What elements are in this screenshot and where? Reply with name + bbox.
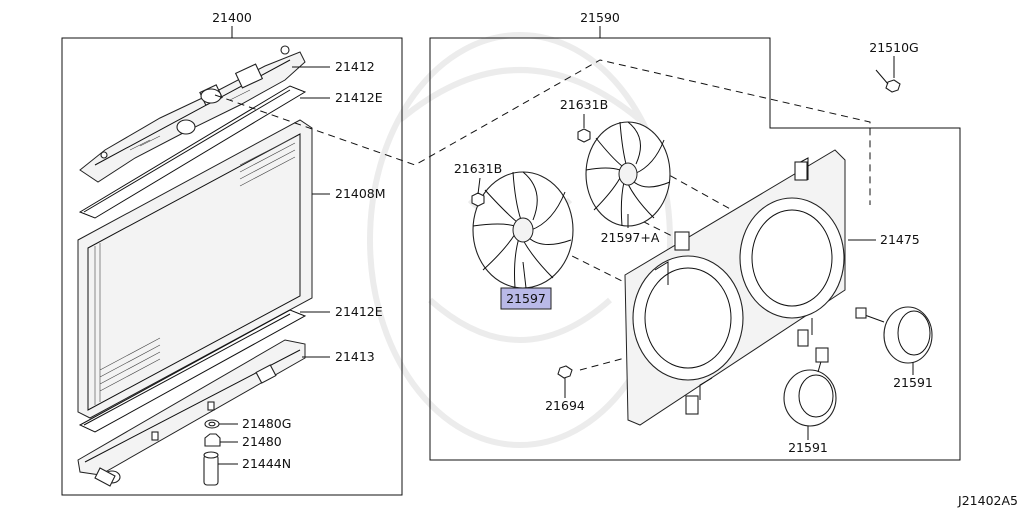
radiator-assembly-label: 21400 bbox=[212, 10, 252, 25]
callout-core: 21408M bbox=[335, 186, 386, 201]
callout-lower-tank: 21413 bbox=[335, 349, 375, 364]
upper-gasket bbox=[78, 85, 307, 219]
lower-gasket bbox=[78, 309, 307, 433]
callout-drain-plug-seal: 21480G bbox=[242, 416, 291, 431]
hose-fitting bbox=[203, 451, 219, 486]
callout-hose-fitting: 21444N bbox=[242, 456, 291, 471]
callout-shroud: 21475 bbox=[880, 232, 920, 247]
callout-upper-gasket: 21412E bbox=[335, 90, 383, 105]
fan-motor-group: 21590 bbox=[429, 10, 961, 461]
callout-shroud-bolt: 21510G bbox=[869, 40, 918, 55]
callout-motor-right: 21591 bbox=[893, 375, 933, 390]
callout-fan-nut-right: 21631B bbox=[560, 97, 608, 112]
radiator-core bbox=[77, 119, 313, 419]
fan-nut-left bbox=[471, 192, 485, 207]
callout-fan-right: 21597+A bbox=[601, 230, 660, 245]
upper-tank bbox=[79, 45, 306, 183]
fan-motor-assembly-label: 21590 bbox=[580, 10, 620, 25]
drain-plug bbox=[204, 433, 221, 447]
fan-right bbox=[585, 121, 671, 227]
fan-motor-group-box bbox=[429, 37, 961, 461]
drain-plug-seal bbox=[204, 419, 220, 429]
motor-right bbox=[855, 306, 933, 364]
callout-upper-tank: 21412 bbox=[335, 59, 375, 74]
motor-left bbox=[783, 347, 837, 427]
shroud-bolt bbox=[875, 69, 901, 93]
callout-fan-left: 21597 bbox=[506, 291, 546, 306]
callout-drain-plug: 21480 bbox=[242, 434, 282, 449]
fan-nut-right bbox=[577, 128, 591, 143]
fan-left bbox=[472, 171, 574, 289]
radiator-group: 21400 bbox=[61, 10, 403, 496]
assembly-link-dashed bbox=[214, 59, 871, 205]
callout-fan-nut-left: 21631B bbox=[454, 161, 502, 176]
callout-motor-left: 21591 bbox=[788, 440, 828, 455]
callout-lower-gasket: 21412E bbox=[335, 304, 383, 319]
callout-clip-nut: 21694 bbox=[545, 398, 585, 413]
lower-tank bbox=[77, 339, 306, 487]
diagram-id: J21402A5 bbox=[957, 493, 1018, 508]
clip-nut bbox=[557, 365, 573, 379]
fan-shroud bbox=[624, 149, 846, 426]
